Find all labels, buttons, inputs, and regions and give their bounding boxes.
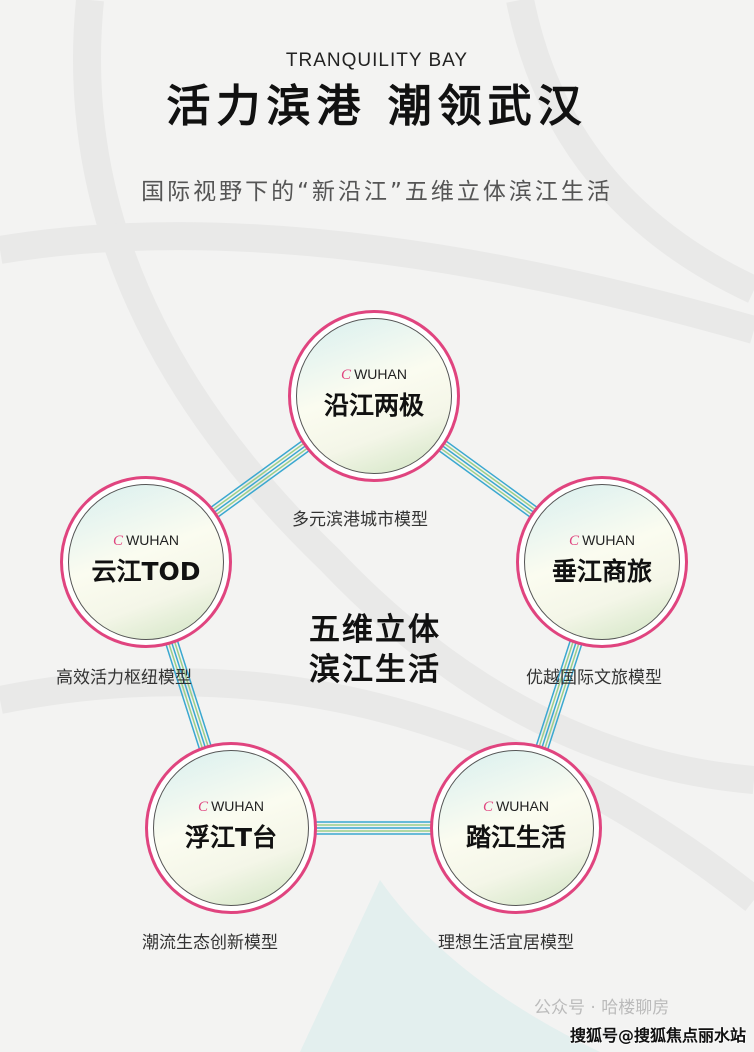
node-label: 垂江商旅 <box>551 557 652 586</box>
sohu-watermark: 搜狐号@搜狐焦点丽水站 <box>570 1026 747 1045</box>
caption-chuijiang: 优越国际文旅模型 <box>526 668 662 688</box>
caption-yunjiang: 高效活力枢纽模型 <box>56 668 192 688</box>
brand-name: TRANQUILITY BAY <box>285 50 469 71</box>
caption-tajiang: 理想生活宜居模型 <box>438 933 574 953</box>
wechat-watermark: 公众号 · 哈楼聊房 <box>534 998 670 1018</box>
node-label: 踏江生活 <box>465 823 566 852</box>
node-label: 沿江两极 <box>323 391 424 420</box>
caption-yanjiang: 多元滨港城市模型 <box>292 510 428 530</box>
center-text: 五维立体滨江生活 <box>309 612 441 688</box>
node-label: 云江TOD <box>91 557 201 586</box>
node-label: 浮江T台 <box>184 823 278 852</box>
page-subtitle: 国际视野下的“新沿江”五维立体滨江生活 <box>141 179 613 205</box>
caption-fujiang: 潮流生态创新模型 <box>142 933 278 953</box>
page-title: 活力滨港 潮领武汉 <box>166 81 588 132</box>
